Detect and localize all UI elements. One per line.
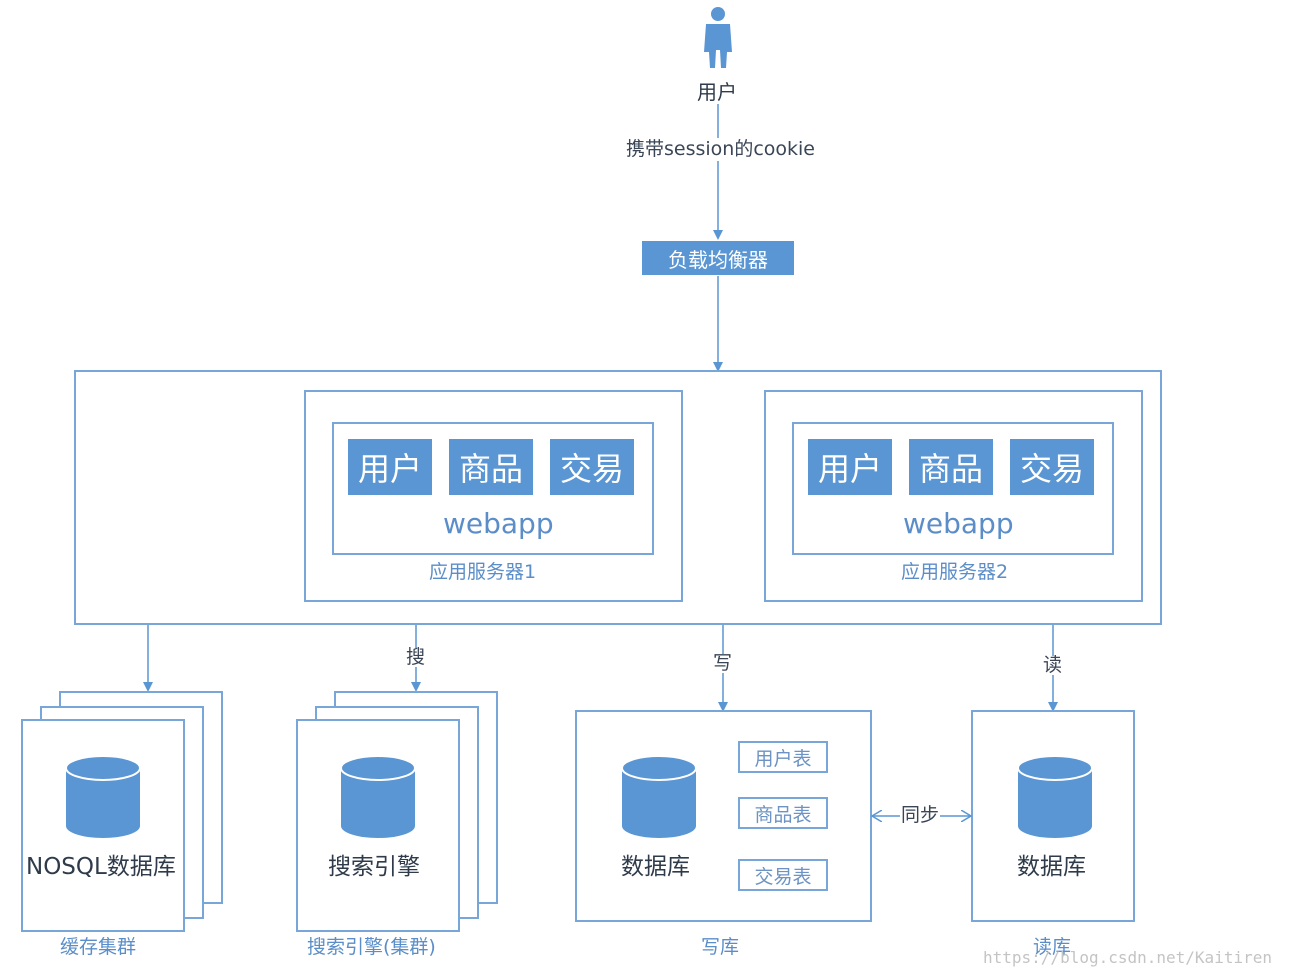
module-product-2: 商品 — [909, 439, 993, 495]
write-db-name: 数据库 — [621, 854, 690, 880]
cache-db-cylinder-icon — [65, 755, 141, 838]
read-db-name: 数据库 — [1017, 854, 1086, 880]
cache-cluster-caption: 缓存集群 — [60, 936, 137, 958]
module-product-1: 商品 — [449, 439, 533, 495]
module-user-1: 用户 — [348, 439, 432, 495]
app-server-1-box — [304, 390, 683, 602]
table-user: 用户表 — [738, 741, 828, 773]
app-server-2-box — [764, 390, 1143, 602]
read-db-cylinder-icon — [1017, 755, 1093, 838]
cache-db-name: NOSQL数据库 — [26, 854, 176, 880]
app-server-2-label: 应用服务器2 — [901, 561, 1009, 583]
module-user-2: 用户 — [808, 439, 892, 495]
user-icon — [704, 7, 732, 68]
server-cluster-box — [74, 370, 1162, 625]
app-server-1-label: 应用服务器1 — [429, 561, 537, 583]
search-db-cylinder-icon — [340, 755, 416, 838]
read-db-caption: 读库 — [1033, 936, 1072, 958]
watermark-text: https://blog.csdn.net/Kaitiren — [983, 948, 1272, 967]
search-cluster-caption: 搜索引擎(集群) — [307, 936, 436, 958]
edge-label-sync: 同步 — [901, 804, 940, 826]
table-product: 商品表 — [738, 797, 828, 829]
write-db-caption: 写库 — [701, 936, 740, 958]
search-engine-name: 搜索引擎 — [328, 854, 420, 880]
table-trade: 交易表 — [738, 859, 828, 891]
webapp-1-box — [332, 422, 654, 555]
user-label: 用户 — [697, 80, 737, 104]
load-balancer: 负载均衡器 — [642, 241, 794, 275]
module-trade-2: 交易 — [1010, 439, 1094, 495]
request-label: 携带session的cookie — [626, 138, 815, 161]
edge-label-write: 写 — [713, 652, 733, 674]
load-balancer-label: 负载均衡器 — [668, 247, 768, 272]
edge-label-search: 搜 — [406, 646, 426, 668]
module-trade-1: 交易 — [550, 439, 634, 495]
webapp-1-label: webapp — [443, 507, 554, 540]
webapp-2-box — [792, 422, 1114, 555]
edge-label-read: 读 — [1043, 654, 1063, 676]
webapp-2-label: webapp — [903, 507, 1014, 540]
write-db-cylinder-icon — [621, 755, 697, 838]
